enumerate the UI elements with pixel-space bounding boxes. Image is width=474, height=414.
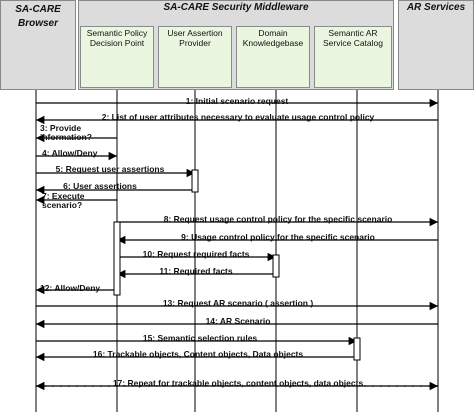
actor-domain-knowledgebase: Domain Knowledgebase	[236, 26, 310, 88]
message-label-4: 4: Allow/Deny	[42, 148, 98, 158]
message-label-15: 15: Semantic selection rules	[142, 333, 258, 343]
middleware-header-label: SA-CARE Security Middleware	[163, 2, 309, 13]
activation-bar-2	[191, 169, 199, 193]
message-label-8: 8: Request usage control policy for the …	[163, 214, 393, 224]
message-label-5: 5: Request user assertions	[55, 164, 165, 174]
actor-user-assertion-provider: User Assertion Provider	[158, 26, 232, 88]
activation-bar-4	[353, 337, 361, 361]
message-label-1: 1: Initial scenario request	[185, 96, 289, 106]
message-label-13: 13: Request AR scenario ( assertion )	[162, 298, 314, 308]
message-label-9: 9: Usage control policy for the specific…	[181, 232, 375, 242]
activation-bar-3	[272, 254, 280, 278]
message-label-12: 12: Allow/Deny	[40, 283, 101, 293]
message-label-6: 6: User assertions	[63, 181, 137, 191]
actor-semantic-policy-decision-point: Semantic Policy Decision Point	[80, 26, 154, 88]
actor-semantic-ar-service-catalog: Semantic AR Service Catalog	[314, 26, 392, 88]
message-label-3: 3: Provide information?	[40, 123, 92, 142]
actor-label: User Assertion Provider	[167, 28, 223, 48]
ar-services-header-label: AR Services	[406, 2, 466, 13]
ar-services-header: AR Services	[398, 0, 474, 90]
message-label-14: 14: AR Scenario	[205, 316, 271, 326]
message-label-16: 16: Trackable objects, Content objects, …	[92, 349, 304, 359]
actor-label: Semantic Policy Decision Point	[86, 28, 148, 48]
activation-bar-1	[113, 221, 121, 296]
message-label-11: 11: Required facts	[159, 266, 233, 276]
message-label-17: 17: Repeat for trackable objects, conten…	[112, 378, 364, 388]
browser-header-label: SA-CARE Browser	[15, 4, 61, 29]
browser-header: SA-CARE Browser	[0, 0, 76, 90]
actor-label: Domain Knowledgebase	[242, 28, 304, 48]
message-label-10: 10: Request required facts	[142, 249, 250, 259]
message-label-7: 7: Execute scenario?	[42, 191, 85, 210]
message-label-2: 2: List of user attributes necessary to …	[101, 112, 375, 122]
actor-label: Semantic AR Service Catalog	[322, 28, 383, 48]
